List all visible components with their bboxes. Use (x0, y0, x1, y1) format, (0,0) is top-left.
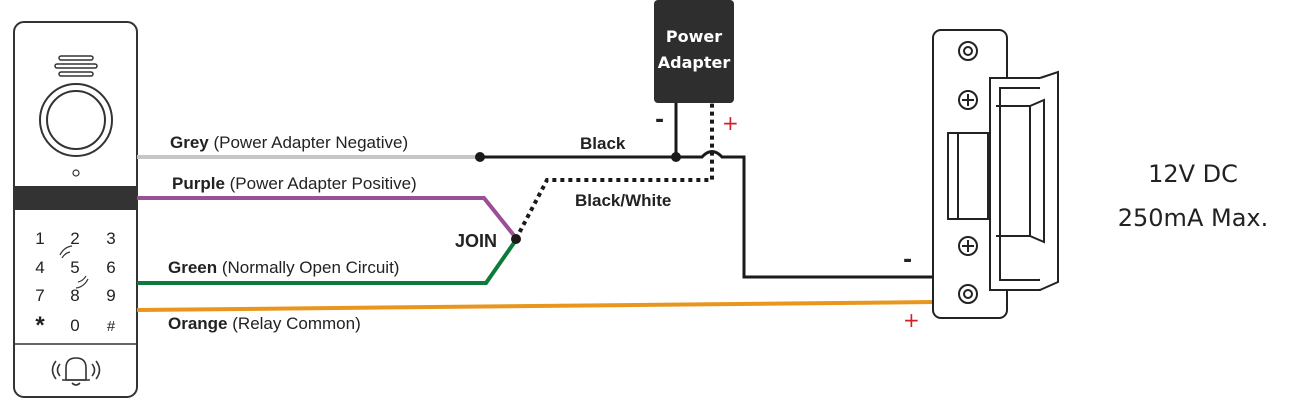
key-0: 0 (70, 316, 79, 335)
key-9: 9 (106, 286, 115, 305)
nfc-icon (59, 245, 89, 289)
black-wire-to-strike (676, 150, 935, 279)
strike-positive-sign: + (903, 308, 920, 332)
purple-wire-label: Purple (Power Adapter Positive) (172, 174, 417, 193)
key-3: 3 (106, 229, 115, 248)
adapter-negative-sign: - (655, 108, 664, 133)
grey-black-junction (475, 152, 485, 162)
current-spec: 250mA Max. (1118, 204, 1268, 232)
power-adapter-label-line1: Power (666, 27, 722, 46)
key-star: * (35, 312, 45, 339)
camera-lens-icon (39, 83, 113, 157)
join-junction (511, 234, 521, 244)
black-white-wire-label: Black/White (575, 191, 671, 210)
keypad-device: 1 2 3 4 5 6 7 8 9 * 0 # (13, 21, 138, 398)
power-adapter-label-line2: Adapter (658, 53, 731, 72)
speaker-grille (54, 55, 98, 77)
key-hash: # (107, 318, 116, 335)
voltage-spec: 12V DC (1148, 160, 1238, 188)
key-2: 2 (70, 229, 79, 248)
indicator-led (72, 169, 80, 177)
grey-wire-label: Grey (Power Adapter Negative) (170, 133, 408, 152)
strike-negative-sign: - (903, 248, 912, 273)
key-1: 1 (35, 229, 44, 248)
purple-wire (137, 196, 518, 240)
electric-strike (932, 29, 1059, 319)
green-wire (137, 238, 518, 285)
key-5: 5 (70, 258, 79, 277)
orange-wire-label: Orange (Relay Common) (168, 314, 361, 333)
adapter-positive-sign: + (722, 111, 739, 135)
keypad-keys: 1 2 3 4 5 6 7 8 9 * 0 # (35, 229, 116, 339)
green-wire-label: Green (Normally Open Circuit) (168, 258, 399, 277)
orange-wire (136, 300, 936, 312)
join-label: JOIN (455, 231, 497, 251)
card-reader-band (15, 186, 136, 210)
black-white-wire (514, 103, 714, 240)
key-7: 7 (35, 286, 44, 305)
power-adapter: Power Adapter (654, 0, 734, 103)
wires (136, 103, 936, 312)
bell-icon (51, 357, 101, 386)
black-wire-label: Black (580, 134, 626, 153)
key-6: 6 (106, 258, 115, 277)
key-4: 4 (35, 258, 44, 277)
key-8: 8 (70, 286, 79, 305)
adapter-junction (671, 152, 681, 162)
